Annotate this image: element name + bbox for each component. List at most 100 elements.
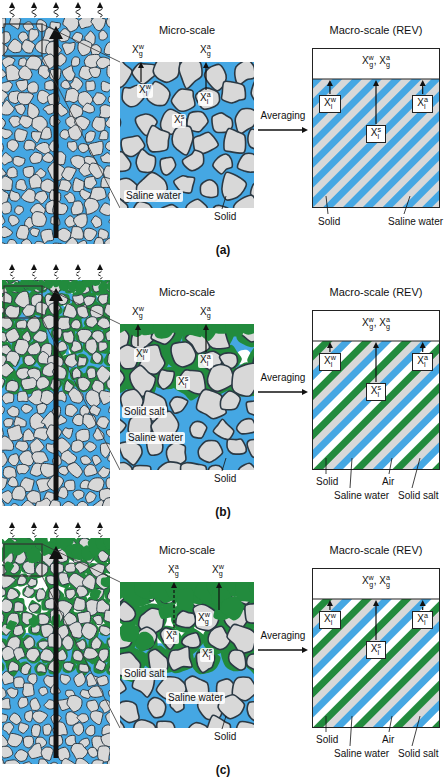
solid-grain [26, 648, 40, 661]
label: Air [382, 476, 394, 488]
arrow-head [53, 522, 59, 528]
salt-coating [2, 376, 6, 393]
label: Averaging [261, 630, 306, 642]
solid-grain [2, 587, 6, 597]
solid-grain [21, 663, 31, 674]
solid-grain [93, 93, 106, 105]
solid-grain [172, 126, 193, 155]
solid-grain [49, 500, 61, 506]
solid-grain [35, 498, 51, 506]
solid-grain [79, 664, 89, 672]
solid-grain [61, 758, 74, 764]
label: Solid salt [398, 748, 439, 760]
flux-arrow [138, 62, 144, 82]
salt-coating [22, 586, 36, 598]
solid-grain [62, 66, 75, 81]
solid-grain [89, 67, 100, 77]
arrow-head [327, 600, 333, 606]
solid-grain [176, 611, 196, 628]
rev-box: Xwg, XagXwlXalXsl [312, 568, 440, 728]
arrow-shaft [258, 649, 302, 651]
solid-grain [7, 140, 18, 152]
solid-grain [17, 464, 30, 474]
arrow-head [9, 264, 15, 270]
solid-grain [14, 602, 23, 612]
solid-grain [120, 719, 125, 728]
material-label: Solid salt [122, 406, 167, 418]
arrow-head [420, 80, 426, 86]
solid-grain [2, 378, 5, 389]
solid-grain [63, 662, 73, 671]
leader-line [350, 458, 352, 488]
solid-grain [237, 419, 254, 434]
material-label: Saline water [124, 190, 183, 202]
solid-grain [7, 167, 18, 178]
solid-grain [16, 320, 27, 329]
salt-patch [135, 632, 154, 651]
solid-grain [204, 715, 231, 728]
solid-grain [190, 422, 207, 439]
solid-grain [68, 125, 82, 140]
saline-water [2, 18, 110, 244]
arrow-head [373, 80, 379, 86]
solid-grain [160, 157, 175, 175]
arrow-head [97, 522, 103, 528]
concentration-symbol: Xwl [324, 97, 336, 108]
solid-grain [84, 228, 97, 241]
solid-grain [8, 477, 18, 487]
solid-grain [185, 199, 207, 208]
solid-grain [2, 32, 11, 45]
solid-grain [108, 95, 110, 104]
solid-grain [181, 463, 207, 470]
flux-arrow [327, 600, 333, 610]
solid-grain [102, 498, 110, 506]
solid-grain [78, 377, 91, 390]
solid-grain [120, 462, 132, 470]
solid-grain [21, 404, 32, 413]
zoom-line [42, 544, 120, 582]
flux-arrow [420, 80, 426, 94]
flux-arrow [420, 600, 426, 610]
solid-grain [15, 206, 24, 215]
solid-grain [4, 419, 13, 427]
solid-grain [120, 701, 139, 722]
solid-grain [2, 118, 5, 130]
solid-grain [107, 758, 110, 764]
solid-grain [91, 637, 101, 649]
solid-grain [161, 628, 179, 649]
solid-grain [21, 378, 37, 390]
solid-grain [30, 152, 42, 163]
solid-grain [58, 180, 71, 192]
solid-grain [91, 18, 106, 31]
solid-grain [2, 405, 4, 417]
solid-grain [32, 212, 47, 227]
gas-concentrations: Xwg, Xag [313, 575, 439, 589]
salt-crust [238, 324, 254, 335]
material-label: Xwg [196, 612, 212, 626]
solid-grain [158, 370, 174, 389]
leader-line [326, 716, 327, 732]
solid-grain [108, 688, 110, 698]
solid-grain [224, 128, 246, 153]
solid-grain [30, 228, 39, 237]
material-label: Xsl [172, 114, 186, 128]
solid-grain [40, 390, 54, 404]
salt-coating [103, 351, 110, 366]
salt-coating [62, 660, 76, 674]
concentration-box: Xal [412, 95, 433, 113]
solid-grain [2, 81, 12, 92]
solid-grain [86, 390, 100, 407]
arrow-shaft [422, 606, 423, 610]
solid-grain [238, 153, 254, 172]
flow-arrow-head [49, 288, 63, 301]
salt-coating [5, 377, 20, 395]
flux-arrow [373, 600, 379, 640]
solid-grain [3, 467, 16, 479]
solid-grain [108, 453, 110, 462]
solid-grain [92, 760, 103, 764]
solid-grain [5, 760, 21, 764]
zoom-box [4, 286, 42, 318]
zoom-box [4, 544, 42, 576]
solid-grain [247, 437, 254, 459]
flow-arrow-shaft [54, 556, 59, 758]
